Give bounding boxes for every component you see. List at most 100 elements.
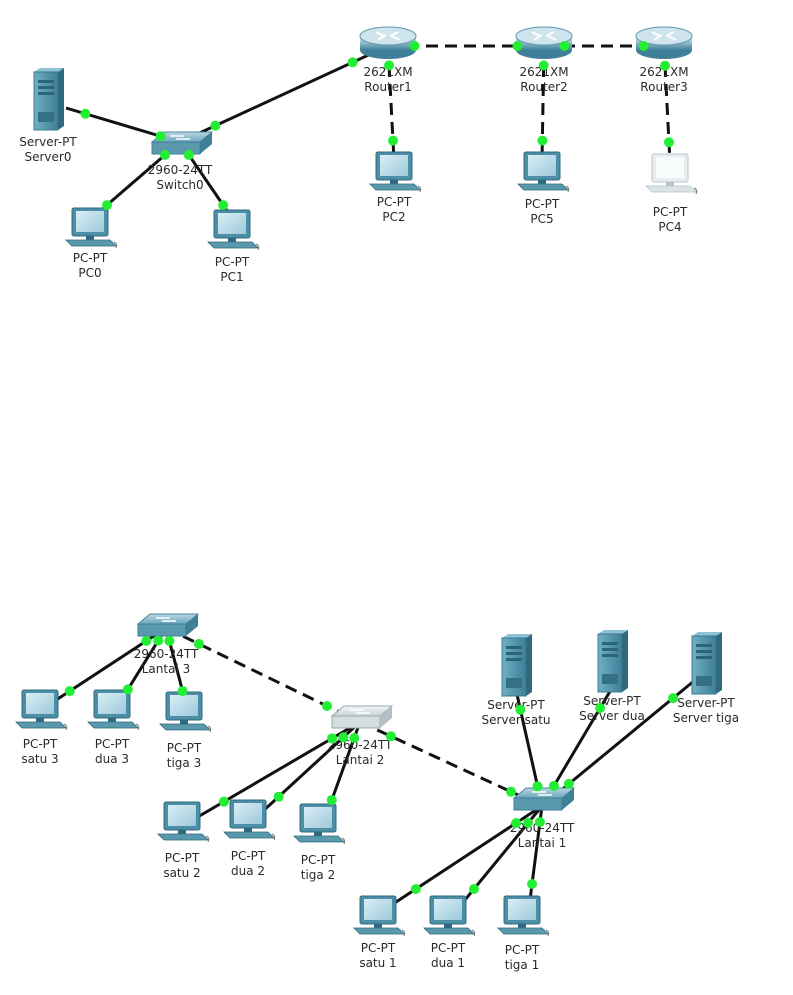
- server-dua-name-label: Server dua: [579, 709, 645, 723]
- server-satu-name-label: Server satu: [481, 713, 550, 727]
- pc-tiga-2: [293, 803, 346, 845]
- port-indicator-tiga3: [177, 686, 188, 697]
- dua-3-name-label: dua 3: [95, 752, 129, 766]
- tiga-1-model-label: PC-PT: [505, 943, 540, 957]
- pc1-name-label: PC1: [220, 270, 243, 284]
- dua-3-model-label: PC-PT: [95, 737, 130, 751]
- pc1-model-label: PC-PT: [215, 255, 250, 269]
- port-indicator-tiga2: [326, 795, 337, 806]
- port-indicator-pc4: [663, 137, 674, 148]
- pc-icon: [87, 689, 140, 731]
- tiga-3-model-label: PC-PT: [167, 741, 202, 755]
- pc-icon: [157, 801, 210, 843]
- server-tiga-name-label: Server tiga: [673, 711, 739, 725]
- port-indicator-lantai1: [548, 780, 559, 791]
- switch0-name-label: Switch0: [156, 178, 203, 192]
- switch-lantai-2: [330, 705, 394, 729]
- link-lantai2-lantai1: [359, 720, 543, 808]
- port-indicator-lantai2: [338, 732, 349, 743]
- pc-pc4: [645, 153, 698, 195]
- pc-pc2: [369, 151, 422, 193]
- port-indicator-serverdua: [595, 703, 606, 714]
- port-indicator-satu1: [410, 884, 421, 894]
- lantai-3-model-label: 2960-24TT: [134, 647, 199, 661]
- port-indicator-satu2: [218, 796, 229, 807]
- dua-2-model-label: PC-PT: [231, 849, 266, 863]
- pc-pc5: [517, 151, 570, 193]
- router2-model-label: 2621XM: [519, 65, 568, 79]
- router3-name-label: Router3: [640, 80, 687, 94]
- server-server-tiga: [691, 632, 722, 695]
- satu-1-name-label: satu 1: [359, 956, 396, 970]
- server-icon: [597, 630, 628, 693]
- pc-dua-3: [87, 689, 140, 731]
- pc-tiga-3: [159, 691, 212, 733]
- port-indicator-lantai2: [385, 731, 396, 742]
- switch-icon: [512, 787, 576, 811]
- port-indicator-lantai1: [532, 781, 543, 792]
- pc-icon: [159, 691, 212, 733]
- router-router2: [515, 26, 573, 59]
- pc4-model-label: PC-PT: [653, 205, 688, 219]
- port-indicator-router3: [660, 60, 671, 71]
- port-indicator-dua1: [468, 884, 479, 894]
- port-indicator-lantai3: [193, 638, 204, 649]
- port-indicator-router1: [384, 60, 395, 71]
- port-indicator-lantai2: [322, 701, 333, 712]
- satu-2-model-label: PC-PT: [165, 851, 200, 865]
- port-indicator-lantai2: [349, 732, 360, 743]
- pc-pc1: [207, 209, 260, 251]
- router1-name-label: Router1: [364, 80, 411, 94]
- port-indicator-router2: [512, 41, 523, 51]
- switch-lantai-1: [512, 787, 576, 811]
- port-indicator-switch0: [210, 120, 221, 131]
- pc-satu-3: [15, 689, 68, 731]
- server-icon: [501, 634, 532, 697]
- port-indicator-router1: [409, 41, 420, 51]
- pc-satu-2: [157, 801, 210, 843]
- port-indicator-lantai2: [327, 733, 338, 744]
- lantai-3-name-label: Lantai 3: [142, 662, 191, 676]
- port-indicator-serversatu: [515, 704, 526, 715]
- server-server0: [33, 68, 64, 131]
- pc-icon: [423, 895, 476, 937]
- port-indicator-server0: [80, 108, 91, 119]
- port-indicator-lantai1: [534, 816, 545, 827]
- pc0-model-label: PC-PT: [73, 251, 108, 265]
- pc2-name-label: PC2: [382, 210, 405, 224]
- dua-1-model-label: PC-PT: [431, 941, 466, 955]
- satu-3-name-label: satu 3: [21, 752, 58, 766]
- port-indicator-lantai1: [563, 778, 574, 789]
- port-indicator-pc0: [101, 200, 112, 211]
- server-dua-model-label: Server-PT: [583, 694, 641, 708]
- pc-icon: [293, 803, 346, 845]
- server-satu-model-label: Server-PT: [487, 698, 545, 712]
- port-indicator-dua2: [273, 791, 284, 802]
- tiga-2-name-label: tiga 2: [301, 868, 335, 882]
- port-indicator-switch0: [160, 149, 171, 160]
- pc-icon: [497, 895, 550, 937]
- port-indicator-switch0: [155, 131, 166, 142]
- router-router3: [635, 26, 693, 59]
- pc5-model-label: PC-PT: [525, 197, 560, 211]
- tiga-3-name-label: tiga 3: [167, 756, 201, 770]
- server-icon: [33, 68, 64, 131]
- pc4-name-label: PC4: [658, 220, 681, 234]
- port-indicator-dua3: [122, 684, 133, 695]
- port-indicator-router3: [638, 41, 649, 51]
- tiga-1-name-label: tiga 1: [505, 958, 539, 972]
- router2-name-label: Router2: [520, 80, 567, 94]
- pc-pc0: [65, 207, 118, 249]
- pc-icon: [223, 799, 276, 841]
- pc-icon: [353, 895, 406, 937]
- pc-satu-1: [353, 895, 406, 937]
- satu-3-model-label: PC-PT: [23, 737, 58, 751]
- pc-icon: [207, 209, 260, 251]
- port-indicator-pc5: [537, 135, 548, 146]
- port-indicator-tiga1: [527, 879, 538, 890]
- pc0-name-label: PC0: [78, 266, 101, 280]
- port-indicator-lantai1: [523, 818, 534, 828]
- server-server-satu: [501, 634, 532, 697]
- router3-model-label: 2621XM: [639, 65, 688, 79]
- router-router1: [359, 26, 417, 59]
